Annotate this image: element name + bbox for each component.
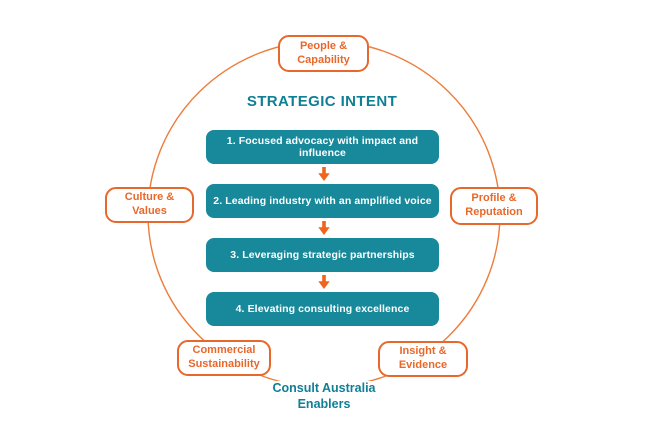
enablers-caption: Consult Australia Enablers <box>264 381 384 413</box>
step-box-4: 4. Elevating consulting excellence <box>206 292 439 326</box>
enabler-people-capability: People & Capability <box>278 35 369 72</box>
down-arrow-icon <box>318 275 330 289</box>
diagram-title: STRATEGIC INTENT <box>246 93 398 110</box>
enabler-profile-reputation: Profile & Reputation <box>450 187 538 225</box>
step-box-3: 3. Leveraging strategic partnerships <box>206 238 439 272</box>
step-box-1: 1. Focused advocacy with impact and infl… <box>206 130 439 164</box>
enabler-culture-values: Culture & Values <box>105 187 194 223</box>
down-arrow-icon <box>318 167 330 181</box>
enabler-insight-evidence: Insight & Evidence <box>378 341 468 377</box>
enabler-commercial-sustainability: Commercial Sustainability <box>177 340 271 376</box>
down-arrow-icon <box>318 221 330 235</box>
step-box-2: 2. Leading industry with an amplified vo… <box>206 184 439 218</box>
